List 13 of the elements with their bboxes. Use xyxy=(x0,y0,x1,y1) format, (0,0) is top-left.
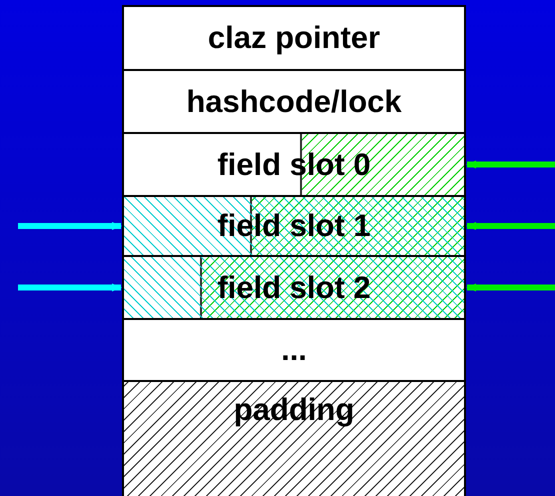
arrow xyxy=(466,160,555,168)
arrow xyxy=(18,222,122,230)
arrow xyxy=(466,222,555,230)
memory-slot xyxy=(122,5,466,71)
slot-label: claz pointer xyxy=(208,20,380,56)
slot-label: hashcode/lock xyxy=(186,84,402,120)
memory-slot xyxy=(122,318,466,382)
arrow xyxy=(466,284,555,292)
padding-row xyxy=(122,380,466,496)
memory-slot xyxy=(122,69,466,134)
slot-label: ... xyxy=(281,332,307,368)
memory-slot xyxy=(122,132,466,197)
arrow xyxy=(18,284,122,292)
